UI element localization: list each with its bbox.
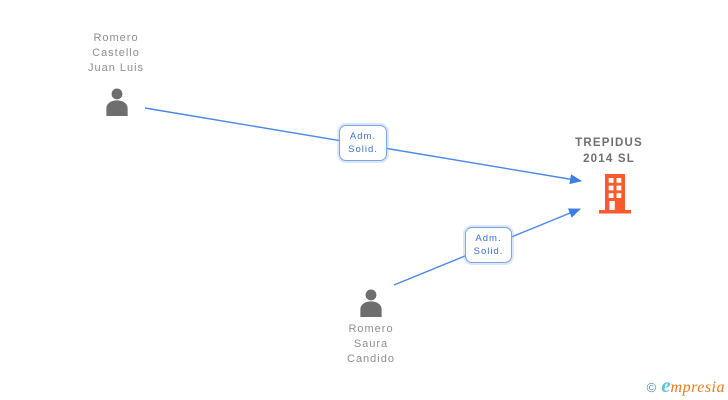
- edge2-label-line2: Solid.: [473, 246, 504, 257]
- person2-name-line3: Candido: [347, 353, 395, 365]
- person-icon: [101, 87, 133, 116]
- person1-name-line3: Juan Luis: [87, 62, 145, 74]
- copyright-icon: ©: [646, 380, 657, 395]
- node-label-company[interactable]: TREPIDUS 2014 SL: [544, 136, 674, 167]
- node-label-person2[interactable]: Romero Saura Candido: [296, 322, 446, 367]
- person-icon: [355, 288, 387, 317]
- empresia-watermark[interactable]: © e mpresia: [647, 375, 725, 397]
- brand-logo-initial: e: [661, 373, 671, 397]
- edge-label-adm-solid-1: Adm. Solid.: [339, 125, 387, 161]
- node-label-person1[interactable]: Romero Castello Juan Luis: [41, 31, 191, 76]
- edge-label-adm-solid-2: Adm. Solid.: [465, 227, 512, 263]
- person2-node[interactable]: [355, 288, 387, 317]
- person2-name-line2: Saura: [353, 338, 389, 350]
- company-name-line1: TREPIDUS: [575, 137, 643, 149]
- company-node[interactable]: [596, 172, 634, 214]
- person1-name-line2: Castello: [92, 47, 140, 59]
- person1-name-line1: Romero: [93, 32, 139, 44]
- edge2-label-line1: Adm.: [475, 232, 502, 244]
- brand-logo-text: mpresia: [670, 379, 725, 396]
- person1-node[interactable]: [101, 87, 133, 116]
- edge1-label-line2: Solid.: [348, 144, 378, 155]
- company-name-line2: 2014 SL: [583, 152, 635, 165]
- edge1-label-line1: Adm.: [349, 130, 377, 142]
- person2-name-line1: Romero: [348, 323, 394, 335]
- building-icon: [596, 172, 634, 214]
